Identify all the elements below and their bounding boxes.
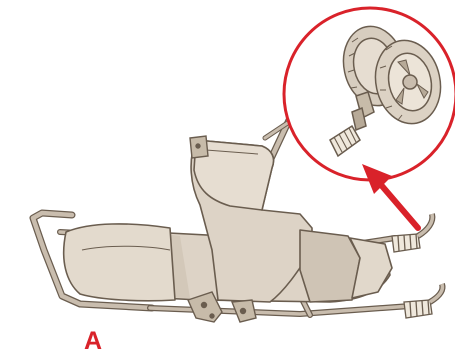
- spring-connector-icon: [403, 283, 446, 319]
- spring-connectors: [391, 213, 446, 319]
- step-label: A: [84, 327, 103, 355]
- wheel-hub: [402, 74, 418, 90]
- stem-spring: [329, 124, 361, 158]
- spring-connector-icon: [391, 213, 436, 253]
- detail-bubble: [282, 6, 455, 231]
- side-panel: [299, 229, 361, 303]
- wheel-stem: [351, 106, 367, 132]
- wheel-assembly-icon: [329, 25, 442, 158]
- leg-cover: [62, 223, 176, 302]
- seat-fabric: [62, 139, 393, 303]
- hinge-plates: [187, 135, 257, 323]
- arrow-icon: [362, 164, 421, 231]
